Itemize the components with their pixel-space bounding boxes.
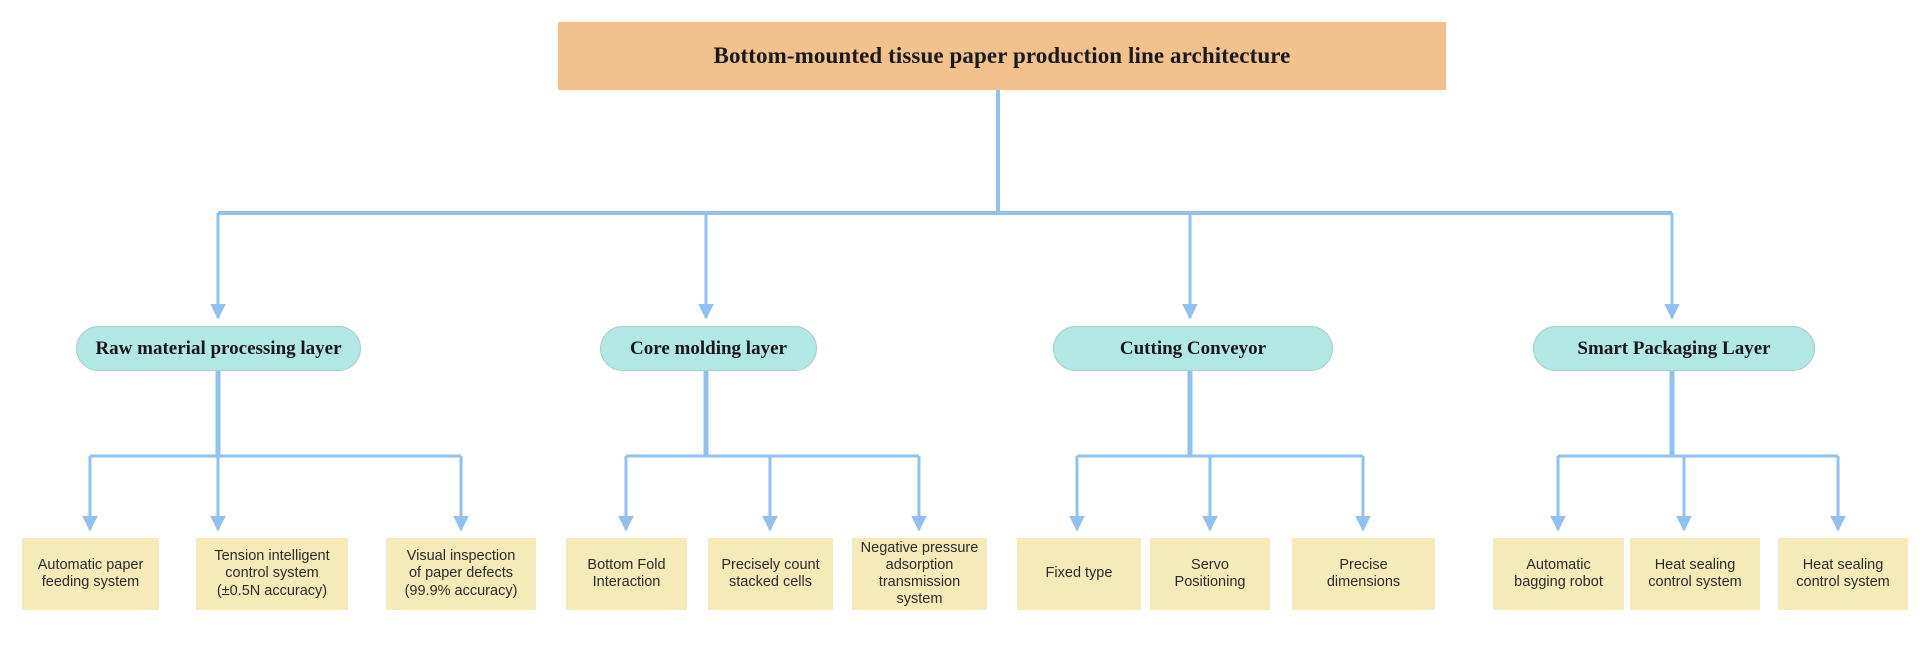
leaf-node-label: Heat sealing control system (1796, 556, 1890, 590)
root-node-label: Bottom-mounted tissue paper production l… (713, 43, 1291, 68)
leaf-node[interactable]: Heat sealing control system (1630, 538, 1760, 610)
leaf-node-label: Servo Positioning (1174, 556, 1246, 590)
leaf-node[interactable]: Automatic bagging robot (1493, 538, 1624, 610)
leaf-node-label: Automatic paper feeding system (37, 556, 144, 590)
branch-node-label: Raw material processing layer (95, 337, 342, 359)
leaf-node-label: Bottom Fold Interaction (587, 556, 666, 590)
leaf-node-label: Automatic bagging robot (1514, 556, 1603, 590)
root-node[interactable]: Bottom-mounted tissue paper production l… (558, 22, 1446, 90)
leaf-node[interactable]: Tension intelligent control system (±0.5… (196, 538, 348, 610)
leaf-node-label: Tension intelligent control system (±0.5… (214, 548, 330, 599)
branch-node-label: Core molding layer (630, 337, 787, 359)
leaf-node-label: Negative pressure adsorption transmissio… (860, 539, 979, 608)
branch-node-cutting-conveyor[interactable]: Cutting Conveyor (1053, 326, 1333, 371)
leaf-node[interactable]: Fixed type (1017, 538, 1141, 610)
leaf-node[interactable]: Precisely count stacked cells (708, 538, 833, 610)
branch-node-core-molding-layer[interactable]: Core molding layer (600, 326, 817, 371)
leaf-node[interactable]: Servo Positioning (1150, 538, 1270, 610)
branch-node-smart-packaging-layer[interactable]: Smart Packaging Layer (1533, 326, 1815, 371)
leaf-node-label: Precisely count stacked cells (721, 556, 820, 590)
leaf-node-label: Visual inspection of paper defects (99.9… (404, 548, 518, 599)
leaf-node[interactable]: Negative pressure adsorption transmissio… (852, 538, 987, 610)
leaf-node-label: Fixed type (1045, 565, 1113, 582)
leaf-node-label: Precise dimensions (1326, 556, 1401, 590)
leaf-node[interactable]: Precise dimensions (1292, 538, 1435, 610)
leaf-node[interactable]: Visual inspection of paper defects (99.9… (386, 538, 536, 610)
leaf-node-label: Heat sealing control system (1648, 556, 1742, 590)
branch-node-label: Cutting Conveyor (1119, 337, 1267, 359)
leaf-node[interactable]: Heat sealing control system (1778, 538, 1908, 610)
branch-node-raw-material-processing-layer[interactable]: Raw material processing layer (76, 326, 361, 371)
leaf-node[interactable]: Bottom Fold Interaction (566, 538, 687, 610)
leaf-node[interactable]: Automatic paper feeding system (22, 538, 159, 610)
branch-node-label: Smart Packaging Layer (1577, 337, 1771, 359)
